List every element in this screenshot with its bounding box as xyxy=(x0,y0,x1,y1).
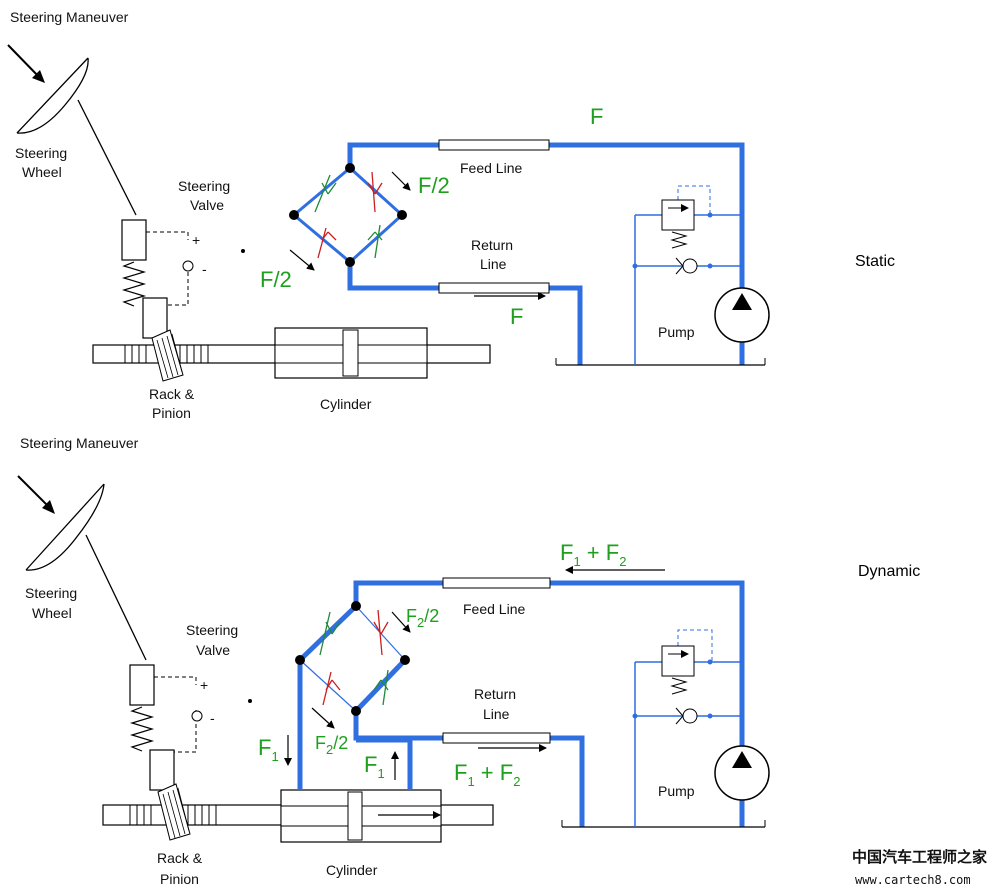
static-panel: Steering Maneuver Steering Wheel + - Ste… xyxy=(7,9,895,421)
dynamic-feed-label: Feed Line xyxy=(463,601,525,617)
static-bridge-nodes xyxy=(289,163,407,267)
dynamic-pump-group xyxy=(561,629,770,828)
static-pump-group xyxy=(555,185,770,366)
dynamic-flow-f1-right: F1 xyxy=(364,752,385,781)
dynamic-check-valve-icon xyxy=(682,708,698,724)
dynamic-right-cylinder-line xyxy=(356,737,413,790)
static-valve-link xyxy=(146,231,189,306)
dynamic-valve-link xyxy=(154,676,197,753)
dynamic-rack-label-1: Rack & xyxy=(157,850,203,866)
dynamic-pinion-gear-icon xyxy=(157,783,191,841)
static-wheel-label-2: Wheel xyxy=(22,164,62,180)
static-valve-label-1: Steering xyxy=(178,178,230,194)
static-maneuver-label: Steering Maneuver xyxy=(10,9,129,25)
dynamic-pump-label: Pump xyxy=(658,783,695,799)
dynamic-flow-f1-left: F1 xyxy=(258,735,279,764)
static-flow-top: F xyxy=(590,104,603,129)
dynamic-valve-label-2: Valve xyxy=(196,642,230,658)
static-piston xyxy=(342,329,359,377)
static-rack-label-2: Pinion xyxy=(152,405,191,421)
dynamic-valve-bridge-thin xyxy=(299,605,406,712)
dynamic-steering-wheel-icon xyxy=(25,483,147,661)
static-steering-wheel-icon xyxy=(16,57,137,216)
dynamic-flow-top: F1 + F2 xyxy=(560,540,626,569)
dynamic-bridge-nodes xyxy=(295,601,410,716)
dynamic-flow-half-left: F2/2 xyxy=(315,733,348,757)
static-check-valve-icon xyxy=(682,258,698,274)
static-return-label-1: Return xyxy=(471,237,513,253)
static-flow-half-left: F/2 xyxy=(260,267,292,292)
static-flow-half-right: F/2 xyxy=(418,173,450,198)
watermark-cn: 中国汽车工程师之家 xyxy=(852,848,987,866)
static-steering-column xyxy=(121,219,168,339)
dynamic-left-cylinder-line xyxy=(297,604,358,790)
dynamic-flow-return: F1 + F2 xyxy=(454,760,520,789)
static-return-restrictor xyxy=(438,282,550,294)
dynamic-half-flow-arrow-left xyxy=(311,707,335,729)
static-return-label-2: Line xyxy=(480,256,507,272)
static-valve-bridge xyxy=(291,166,405,264)
static-valve-plus: + xyxy=(192,232,200,248)
dynamic-maneuver-label: Steering Maneuver xyxy=(20,435,139,451)
watermark-url: www.cartech8.com xyxy=(855,873,971,887)
static-valve-minus: - xyxy=(202,261,207,277)
dynamic-valve-minus: - xyxy=(210,710,215,726)
static-valve-orifices xyxy=(314,171,383,259)
dynamic-wheel-label-1: Steering xyxy=(25,585,77,601)
static-wheel-label-1: Steering xyxy=(15,145,67,161)
dynamic-steering-column xyxy=(129,664,175,791)
static-feed-label: Feed Line xyxy=(460,160,522,176)
static-valve-dot xyxy=(241,249,245,253)
static-valve-label-2: Valve xyxy=(190,197,224,213)
dynamic-valve-orifices xyxy=(319,609,389,706)
static-valve-sensor-icon xyxy=(182,260,194,272)
dynamic-flow-half: F2/2 xyxy=(406,606,439,630)
dynamic-valve-dot xyxy=(248,699,252,703)
static-pinion-gear-icon xyxy=(151,329,184,382)
dynamic-pump-icon xyxy=(714,745,770,801)
dynamic-cylinder-label: Cylinder xyxy=(326,862,378,878)
dynamic-return-label-2: Line xyxy=(483,706,510,722)
dynamic-return-restrictor xyxy=(442,732,551,744)
static-state-label: Static xyxy=(855,253,895,270)
dynamic-valve-plus: + xyxy=(200,677,208,693)
dynamic-piston xyxy=(347,791,363,841)
dynamic-half-flow-arrow xyxy=(391,611,411,633)
static-maneuver-arrowhead xyxy=(32,70,45,83)
static-half-flow-arrow-right xyxy=(391,171,411,191)
static-half-flow-arrow-left xyxy=(289,249,315,271)
dynamic-maneuver-arrowhead xyxy=(42,500,55,514)
dynamic-valve-sensor-icon xyxy=(191,710,203,722)
dynamic-state-label: Dynamic xyxy=(858,563,920,580)
dynamic-panel: Steering Maneuver Steering Wheel + - Ste… xyxy=(17,435,920,887)
static-rack-label-1: Rack & xyxy=(149,386,195,402)
static-cylinder-label: Cylinder xyxy=(320,396,372,412)
dynamic-valve-label-1: Steering xyxy=(186,622,238,638)
dynamic-rack-teeth xyxy=(129,805,217,825)
dynamic-wheel-label-2: Wheel xyxy=(32,605,72,621)
static-flow-return: F xyxy=(510,304,523,329)
dynamic-return-label-1: Return xyxy=(474,686,516,702)
static-feed-restrictor xyxy=(438,139,550,151)
static-pump-icon xyxy=(714,287,770,343)
dynamic-rack-label-2: Pinion xyxy=(160,871,199,887)
static-rack-teeth xyxy=(124,345,209,363)
dynamic-relief-valve-icon xyxy=(661,645,695,677)
static-relief-valve-icon xyxy=(661,199,695,231)
static-pump-label: Pump xyxy=(658,324,695,340)
dynamic-feed-restrictor xyxy=(442,577,551,589)
